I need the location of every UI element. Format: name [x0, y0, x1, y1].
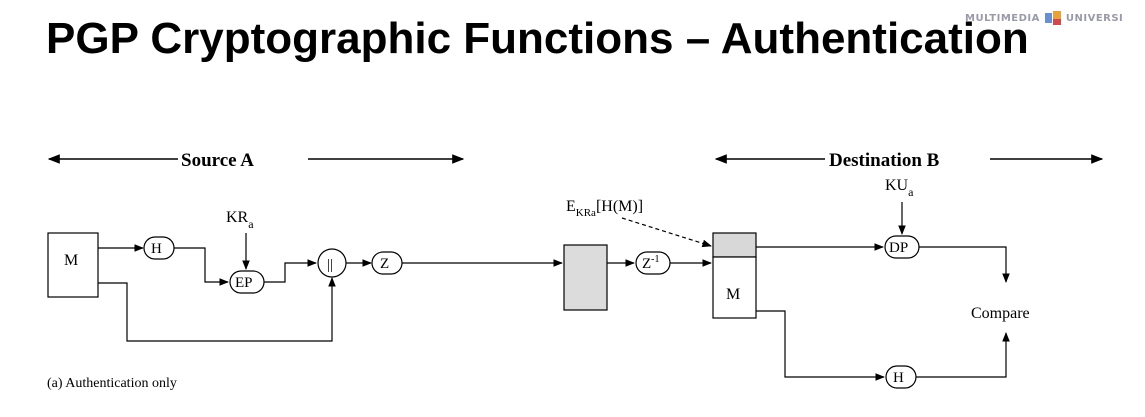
arrow-decrypt-to-compare [919, 246, 1010, 283]
transmitted-message-block [563, 244, 608, 311]
encrypt-private-label: EP [235, 275, 253, 291]
source-a-label: Source A [181, 150, 254, 171]
destination-b-label: Destination B [829, 150, 940, 171]
page-title: PGP Cryptographic Functions – Authentica… [46, 14, 1029, 63]
decompress-base: Z [642, 256, 651, 272]
private-key-base: KR [226, 209, 249, 226]
message-label-source: M [64, 252, 78, 269]
arrow-hash-to-compare [916, 332, 1010, 378]
logo-text-right: UNIVERSI [1065, 12, 1124, 24]
message-label-destination: M [726, 286, 740, 303]
public-key-sub: a [908, 185, 914, 199]
private-key-sub: a [248, 217, 254, 231]
concatenation-label: || [327, 257, 333, 273]
decompress-label: Z-1 [642, 254, 660, 272]
university-logo: MULTIMEDIA UNIVERSI [965, 8, 1123, 28]
university-logo-icon [1044, 11, 1061, 25]
hash-label-source: H [151, 241, 162, 257]
arrow-hash-to-encrypt [174, 247, 229, 286]
figure-caption: (a) Authentication only [47, 376, 177, 391]
decrypt-public-label: DP [889, 240, 908, 256]
hash-label-destination: H [893, 370, 904, 386]
compare-label: Compare [971, 305, 1030, 322]
signature-label: EKRa[H(M)] [566, 198, 643, 219]
received-signature-block [712, 232, 757, 258]
public-key-label: KUa [885, 177, 914, 199]
arrow-m-to-concat [98, 277, 336, 342]
decompress-sup: -1 [651, 254, 659, 265]
public-key-base: KU [885, 177, 909, 194]
arrow-m-to-hash-destination [756, 310, 885, 381]
message-box-destination [712, 256, 757, 319]
arrow-encrypt-to-concat [264, 259, 317, 283]
message-box-source [47, 232, 99, 298]
compress-label: Z [380, 256, 389, 272]
signature-pointer-dashed [621, 217, 712, 248]
signature-rest: [H(M)] [596, 198, 643, 215]
signature-sub: KRa [576, 207, 596, 219]
signature-base: E [566, 198, 576, 215]
logo-text-left: MULTIMEDIA [965, 12, 1040, 24]
private-key-label: KRa [226, 209, 254, 231]
